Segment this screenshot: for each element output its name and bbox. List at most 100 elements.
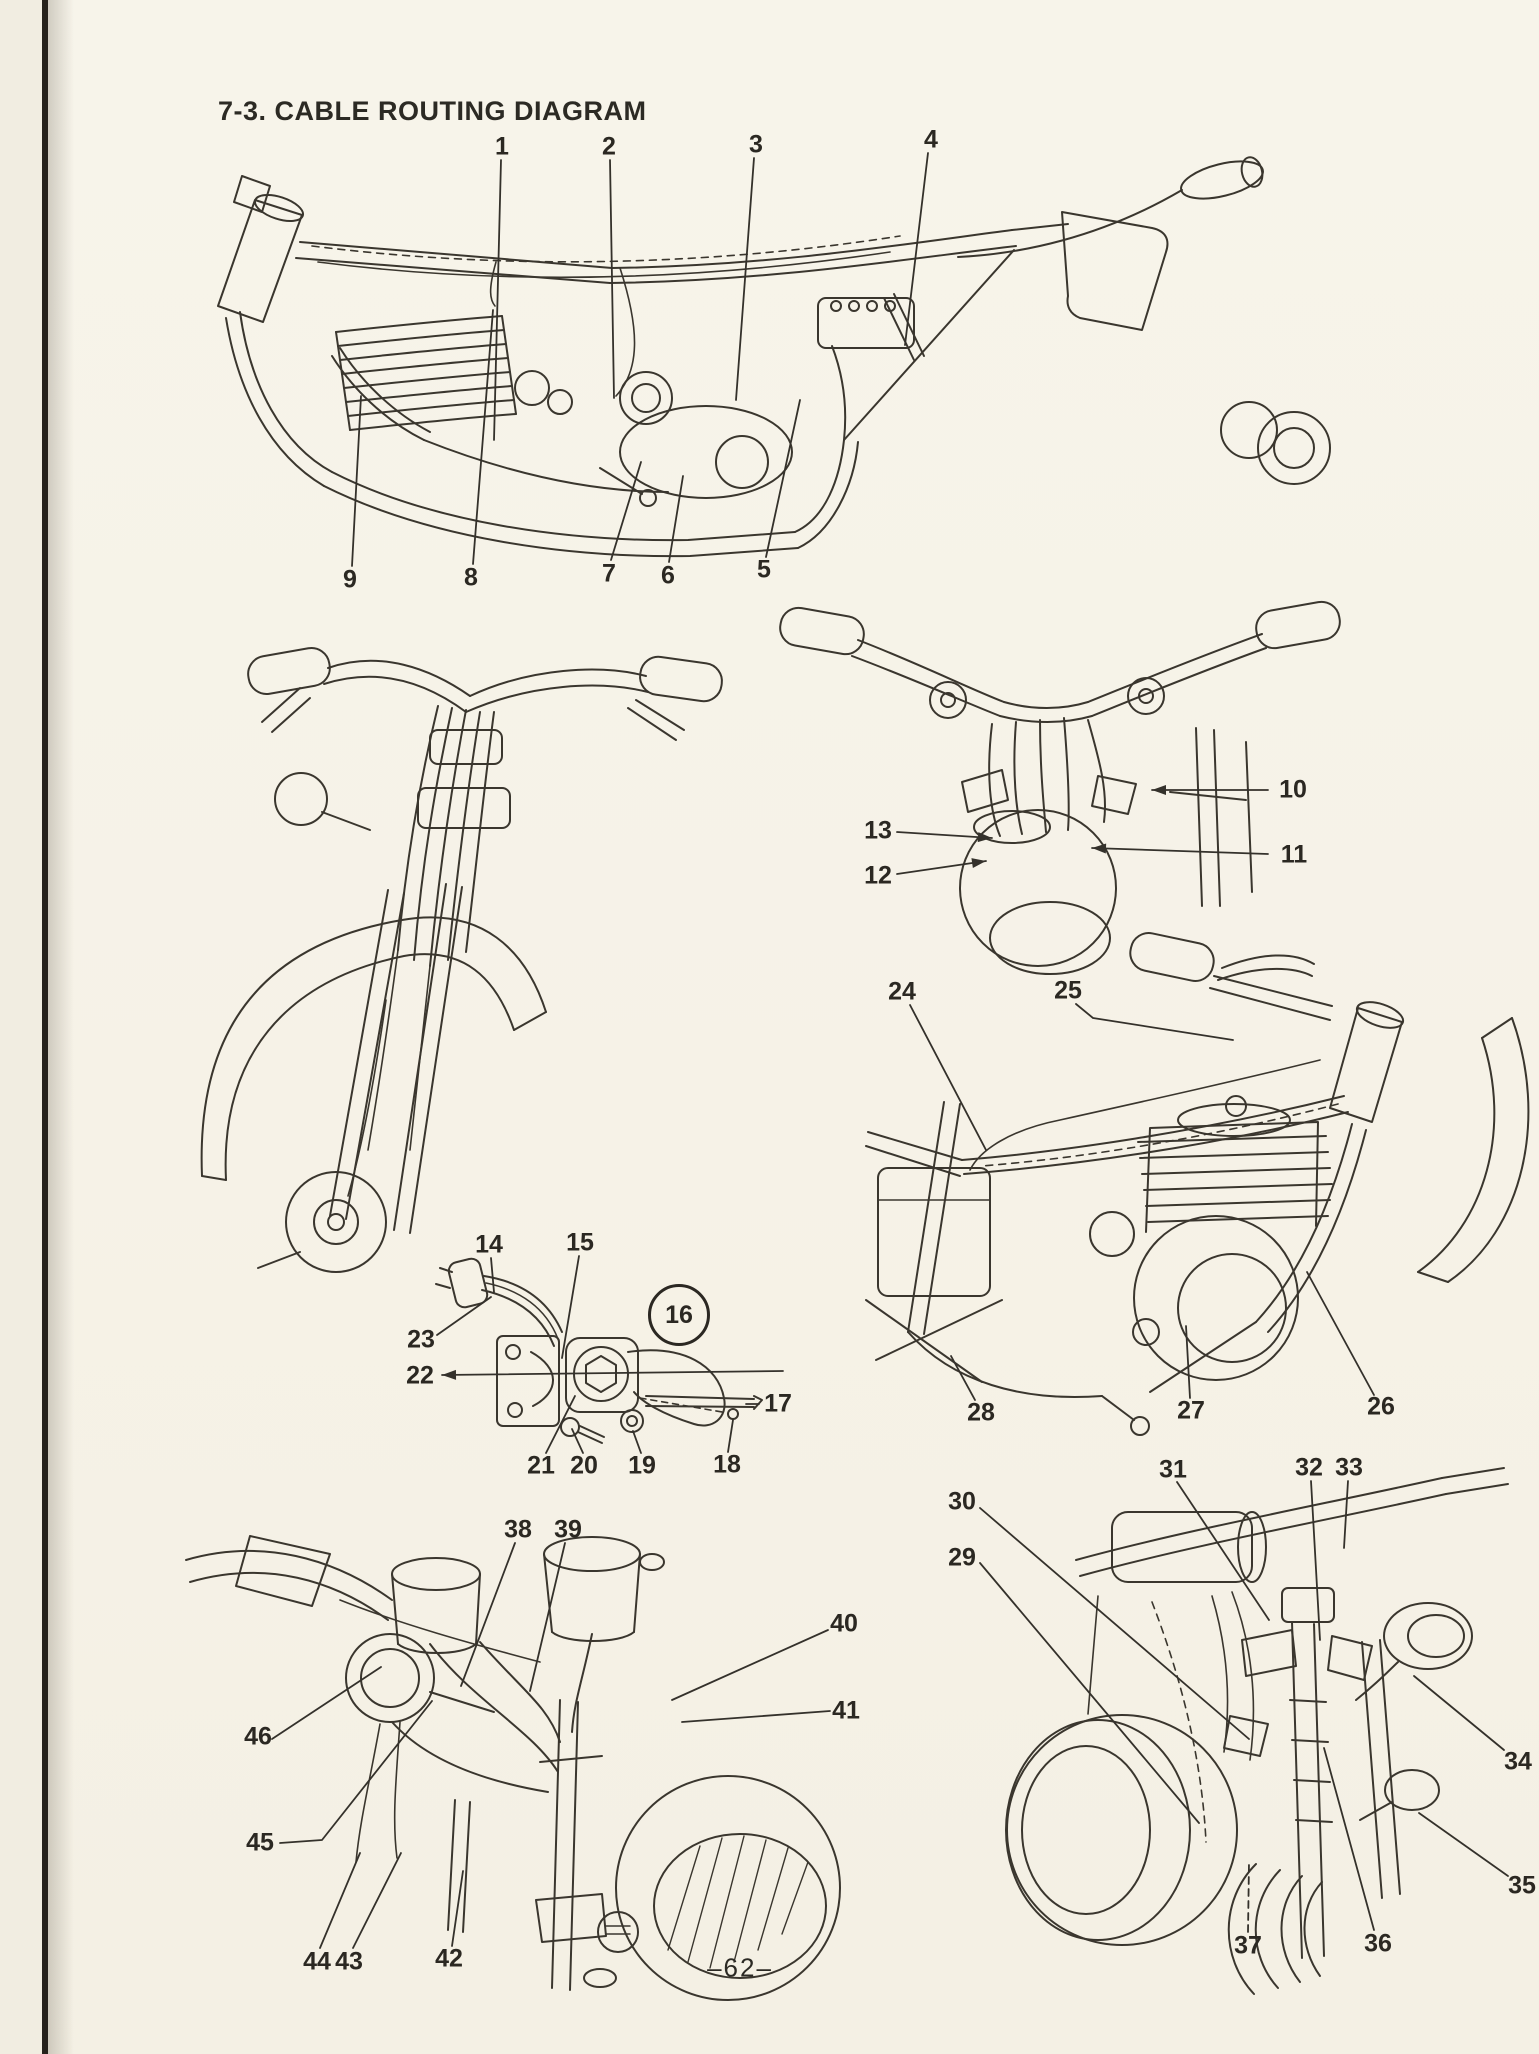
callout-leader-46 — [271, 1666, 382, 1740]
callout-leader-43 — [352, 1852, 402, 1949]
callout-3: 3 — [749, 130, 763, 159]
callout-37: 37 — [1234, 1931, 1262, 1960]
callout-leader-38 — [460, 1542, 516, 1687]
callout-22: 22 — [406, 1361, 434, 1390]
callout-4: 4 — [924, 125, 938, 154]
callout-31: 31 — [1159, 1455, 1187, 1484]
callout-7: 7 — [602, 559, 616, 588]
callout-leader-5 — [765, 399, 801, 558]
callout-leader-37 — [1247, 1861, 1250, 1933]
callout-leader-22 — [441, 1370, 784, 1376]
callout-leader-24 — [909, 1004, 987, 1151]
callout-10: 10 — [1279, 775, 1307, 804]
callout-26: 26 — [1367, 1392, 1395, 1421]
callout-25: 25 — [1054, 976, 1082, 1005]
callout-leader-28 — [950, 1355, 976, 1401]
callout-24: 24 — [888, 977, 916, 1006]
callout-leader-25 — [1075, 1003, 1234, 1041]
figure-handlebar-headlight-top — [779, 600, 1341, 975]
callout-12: 12 — [864, 861, 892, 890]
callout-5: 5 — [757, 555, 771, 584]
figure-headlight-signals-front — [1005, 1467, 1509, 1995]
callout-leader-12 — [896, 860, 987, 875]
callout-34: 34 — [1504, 1747, 1532, 1776]
callout-leader-21 — [545, 1395, 576, 1454]
callout-leader-3 — [735, 157, 755, 401]
callout-leader-15 — [561, 1255, 580, 1359]
callout-39: 39 — [554, 1515, 582, 1544]
callout-leader-41 — [681, 1710, 831, 1723]
callout-42: 42 — [435, 1944, 463, 1973]
callout-arrowhead-11 — [1092, 843, 1107, 854]
callout-19: 19 — [628, 1451, 656, 1480]
callout-41: 41 — [832, 1696, 860, 1725]
callout-leader-1 — [493, 159, 502, 441]
callout-29: 29 — [948, 1543, 976, 1572]
callout-23: 23 — [407, 1325, 435, 1354]
callout-17: 17 — [764, 1389, 792, 1418]
figure-frame-side-view — [217, 156, 1331, 558]
callout-leader-33 — [1343, 1480, 1349, 1549]
callout-40: 40 — [830, 1609, 858, 1638]
callout-36: 36 — [1364, 1929, 1392, 1958]
callout-leader-8 — [472, 309, 494, 565]
callout-15: 15 — [566, 1228, 594, 1257]
callout-leader-27 — [1185, 1325, 1191, 1399]
callout-8: 8 — [464, 563, 478, 592]
callout-leader-19 — [632, 1430, 642, 1454]
callout-28: 28 — [967, 1398, 995, 1427]
callout-leader-39 — [529, 1542, 566, 1692]
callout-leader-14 — [490, 1257, 495, 1293]
callout-arrowhead-13 — [977, 832, 992, 843]
callout-leader-7 — [610, 461, 642, 561]
callout-32: 32 — [1295, 1453, 1323, 1482]
callout-arrowhead-10 — [1152, 785, 1166, 795]
callout-45: 45 — [246, 1828, 274, 1857]
callout-18: 18 — [713, 1450, 741, 1479]
page-title: 7-3. CABLE ROUTING DIAGRAM — [218, 96, 647, 126]
callout-arrowhead-22 — [442, 1369, 457, 1380]
callout-arrowhead-12 — [971, 858, 986, 868]
callout-leader-23 — [436, 1296, 492, 1336]
callout-leader-26 — [1306, 1271, 1375, 1396]
callout-21: 21 — [527, 1451, 555, 1480]
callout-35: 35 — [1508, 1871, 1536, 1900]
callout-leader-4 — [904, 152, 929, 346]
callout-leader-13 — [896, 831, 993, 839]
callout-1: 1 — [495, 132, 509, 161]
paper-edge — [0, 0, 42, 2054]
callout-leader-36 — [1323, 1747, 1375, 1931]
callout-leader-32 — [1310, 1480, 1321, 1641]
callout-9: 9 — [343, 565, 357, 594]
callout-leader-42 — [451, 1870, 464, 1947]
figure-frame-engine-right — [865, 932, 1530, 1436]
figure-front-fork-view — [200, 647, 723, 1273]
callout-38: 38 — [504, 1515, 532, 1544]
callout-leader-40 — [671, 1629, 829, 1701]
callout-2: 2 — [602, 132, 616, 161]
callout-27: 27 — [1177, 1396, 1205, 1425]
callout-44: 44 — [303, 1947, 331, 1976]
callout-leader-29 — [979, 1562, 1200, 1824]
book-spine-line — [42, 0, 48, 2054]
callout-leader-9 — [351, 395, 362, 567]
page-number: –62– — [707, 1952, 773, 1983]
callout-43: 43 — [335, 1947, 363, 1976]
callout-33: 33 — [1335, 1453, 1363, 1482]
callout-leader-layer — [271, 152, 1509, 1949]
callout-leader-11 — [1091, 847, 1269, 855]
callout-leader-44 — [319, 1852, 361, 1949]
callout-leader-35 — [1418, 1812, 1509, 1877]
callout-leader-2 — [609, 159, 615, 399]
callout-30: 30 — [948, 1487, 976, 1516]
callout-leader-34 — [1413, 1675, 1505, 1751]
callout-11: 11 — [1280, 840, 1308, 869]
callout-leader-18 — [727, 1419, 734, 1453]
callout-13: 13 — [864, 816, 892, 845]
callout-20: 20 — [570, 1451, 598, 1480]
callout-16: 16 — [648, 1284, 710, 1346]
callout-14: 14 — [475, 1230, 503, 1259]
callout-leader-31 — [1176, 1481, 1270, 1621]
